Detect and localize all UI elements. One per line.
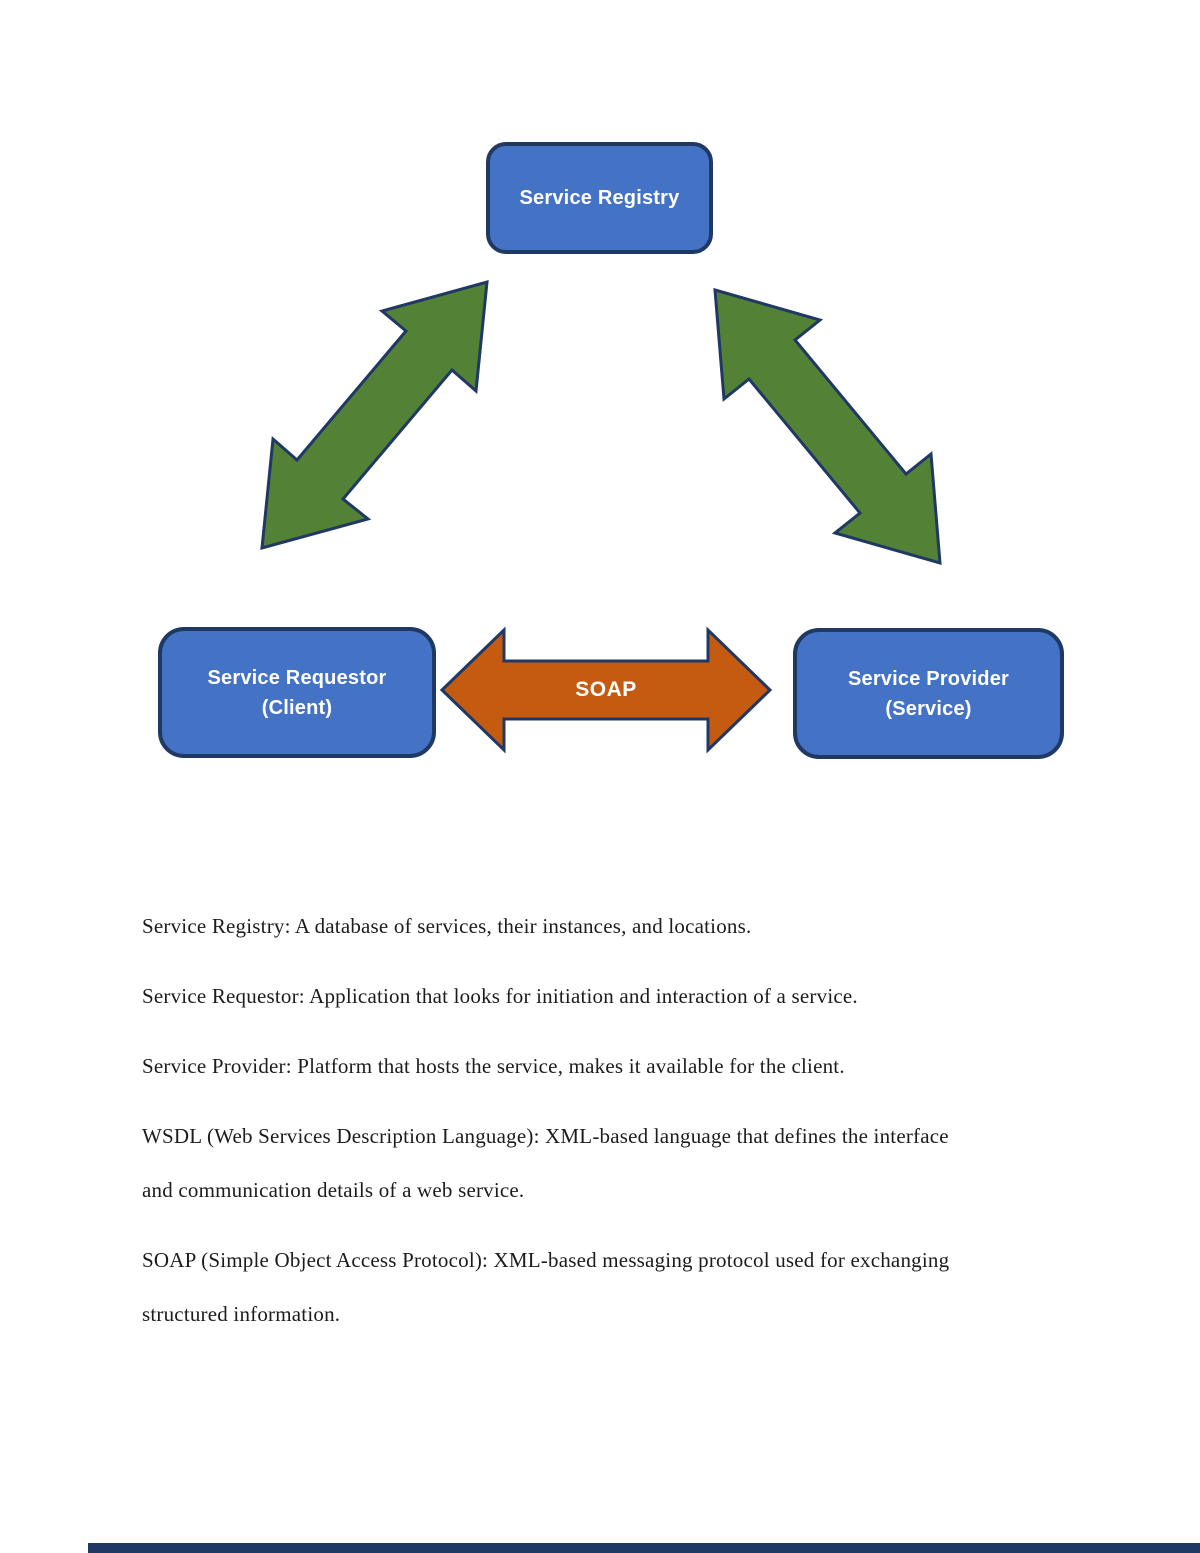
soap-arrow-label: SOAP: [575, 678, 637, 701]
definition-line: SOAP (Simple Object Access Protocol): XM…: [142, 1248, 950, 1272]
definition-line: structured information.: [142, 1302, 341, 1326]
service-requestor-label: Service Requestor: [207, 666, 387, 689]
definition-line: and communication details of a web servi…: [142, 1178, 525, 1202]
definition-line: Service Provider: Platform that hosts th…: [142, 1054, 845, 1078]
next-page-element-edge: [88, 1543, 1200, 1553]
definition-line: WSDL (Web Services Description Language)…: [142, 1124, 949, 1148]
definition-line: Service Requestor: Application that look…: [142, 984, 858, 1008]
service-provider-label: Service Provider: [847, 667, 1010, 690]
service-provider-box: Service Provider (Service): [793, 628, 1064, 759]
registry-provider-arrow: [713, 287, 942, 566]
definition-service-registry: Service Registry: A database of services…: [142, 899, 1102, 953]
service-requestor-sublabel: (Client): [261, 696, 333, 719]
definition-service-requestor: Service Requestor: Application that look…: [142, 969, 1102, 1023]
diagram-arrows-layer: [260, 279, 942, 754]
service-requestor-box: Service Requestor (Client): [158, 627, 436, 758]
service-registry-label: Service Registry: [519, 187, 680, 209]
definition-soap: SOAP (Simple Object Access Protocol): XM…: [142, 1233, 1102, 1341]
definition-wsdl: WSDL (Web Services Description Language)…: [142, 1109, 1102, 1217]
definition-line: Service Registry: A database of services…: [142, 914, 752, 938]
soap-arrow: [439, 626, 773, 754]
service-registry-box: Service Registry: [486, 142, 713, 254]
definition-service-provider: Service Provider: Platform that hosts th…: [142, 1039, 1102, 1093]
service-provider-sublabel: (Service): [885, 697, 972, 720]
definitions-text-block: Service Registry: A database of services…: [142, 899, 1102, 1357]
registry-requestor-arrow: [260, 279, 489, 551]
